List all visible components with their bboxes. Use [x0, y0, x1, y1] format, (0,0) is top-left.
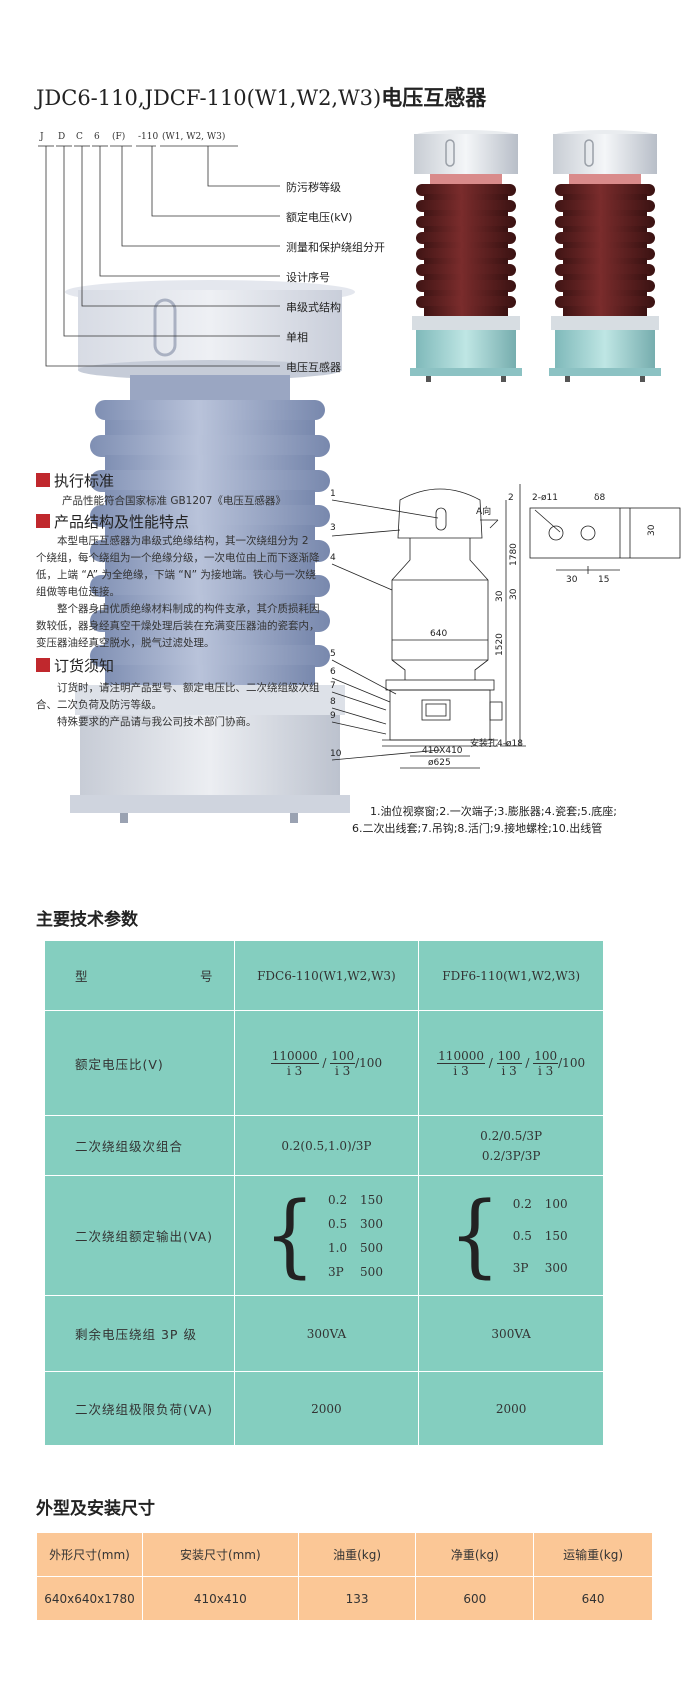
drawing-label-3: 3	[330, 523, 336, 533]
drawing-caption-2: 6.二次出线套;7.吊钩;8.活门;9.接地螺栓;10.出线管	[352, 822, 603, 835]
spec-label-type: 型号	[44, 940, 235, 1011]
ordering-paragraph-1: 订货时，请注明产品型号、额定电压比、二次绕组级次组合、二次负荷及防污等级。	[36, 682, 320, 711]
heading-ordering: 订货须知	[36, 655, 114, 676]
drawing-label-10: 10	[330, 749, 342, 759]
dim-value-outline: 640x640x1780	[36, 1576, 143, 1621]
legend-rated-voltage: 额定电压(kV)	[286, 211, 353, 224]
dim-header-outline: 外形尺寸(mm)	[36, 1532, 143, 1577]
structure-paragraph-2: 整个器身由优质绝缘材料制成的构件支承，其介质损耗因数较低，器身经真空干燥处理后装…	[36, 603, 320, 649]
dim-header-shipping: 运输重(kg)	[533, 1532, 653, 1577]
dim-value-net: 600	[415, 1576, 535, 1621]
dim-410: 410X410	[422, 746, 463, 756]
dim-bar-15: 15	[598, 575, 609, 585]
spec-label-output: 二次绕组额定输出(VA)	[44, 1175, 235, 1296]
dim-value-shipping: 640	[533, 1576, 653, 1621]
drawing-label-4: 4	[330, 553, 336, 563]
table-row: 二次绕组级次组合 0.2(0.5,1.0)/3P 0.2/0.5/3P 0.2/…	[44, 1115, 604, 1176]
product-photo-right	[549, 130, 661, 382]
dim-value-oil: 133	[297, 1576, 417, 1621]
legend-design-number: 设计序号	[286, 271, 330, 284]
legend-voltage-transformer: 电压互感器	[286, 361, 341, 374]
heading-structure: 产品结构及性能特点	[36, 511, 189, 532]
legend-cascade-structure: 串级式结构	[286, 301, 341, 314]
table-row: 640x640x1780 410x410 133 600 640	[36, 1576, 653, 1621]
spec-label-residual: 剩余电压绕组 3P 级	[44, 1295, 235, 1372]
dimension-drawing: 1 2 3 4 5 6 7 8 9 10 640 1520 1780 30 30…	[330, 484, 681, 769]
heading-standard: 执行标准	[36, 470, 114, 491]
brace-icon: {	[263, 1182, 316, 1288]
drawing-label-9: 9	[330, 711, 336, 721]
dim-bar-30b: 30	[566, 575, 578, 585]
spec-type-2: FDF6-110(W1,W2,W3)	[418, 940, 604, 1011]
spec-residual-1: 300VA	[233, 1295, 420, 1372]
legend-single-phase: 单相	[286, 331, 308, 344]
dim-30a: 30	[495, 590, 505, 602]
dim-heading: 外型及安装尺寸	[36, 1499, 155, 1519]
product-photo-left	[410, 130, 522, 382]
dim-view-a: A向	[476, 505, 491, 517]
standard-text: 产品性能符合国家标准 GB1207《电压互感器》	[62, 495, 286, 507]
table-row: 二次绕组极限负荷(VA) 2000 2000	[44, 1371, 604, 1446]
table-row: 型号 FDC6-110(W1,W2,W3) FDF6-110(W1,W2,W3)	[44, 940, 604, 1011]
bullet-square-icon	[36, 473, 50, 487]
spec-limit-1: 2000	[233, 1371, 420, 1446]
spec-combo-2: 0.2/0.5/3P 0.2/3P/3P	[418, 1115, 604, 1176]
bullet-square-icon	[36, 658, 50, 672]
table-row: 剩余电压绕组 3P 级 300VA 300VA	[44, 1295, 604, 1372]
legend-separate-windings: 测量和保护绕组分开	[286, 241, 385, 254]
drawing-label-6: 6	[330, 667, 336, 677]
dim-1780: 1780	[509, 543, 519, 566]
drawing-caption-1: 1.油位视察窗;2.一次端子;3.膨胀器;4.瓷套;5.底座;	[370, 805, 618, 818]
dim-1520: 1520	[495, 633, 505, 656]
drawing-label-2: 2	[508, 493, 514, 503]
dim-header-oil: 油重(kg)	[297, 1532, 417, 1577]
dim-holes: 2-ø11	[532, 493, 558, 503]
spec-label-limit: 二次绕组极限负荷(VA)	[44, 1371, 235, 1446]
bullet-square-icon	[36, 514, 50, 528]
dim-mount-holes: 安装孔4-ø18	[470, 737, 523, 749]
legend-pollution-level: 防污秽等级	[286, 181, 341, 194]
spec-label-ratio: 额定电压比(V)	[44, 1010, 235, 1116]
spec-combo-1: 0.2(0.5,1.0)/3P	[233, 1115, 420, 1176]
drawing-label-7: 7	[330, 681, 336, 691]
dim-thickness: δ8	[594, 493, 606, 503]
spec-heading: 主要技术参数	[36, 910, 138, 930]
dim-640: 640	[430, 629, 447, 639]
spec-table: 型号 FDC6-110(W1,W2,W3) FDF6-110(W1,W2,W3)…	[44, 940, 604, 1446]
brace-icon: {	[448, 1182, 500, 1288]
dim-30b: 30	[509, 588, 519, 600]
drawing-label-5: 5	[330, 649, 336, 659]
dim-header-net: 净重(kg)	[415, 1532, 535, 1577]
spec-label-combo: 二次绕组级次组合	[44, 1115, 235, 1176]
dimension-table: 外形尺寸(mm) 安装尺寸(mm) 油重(kg) 净重(kg) 运输重(kg) …	[36, 1532, 653, 1621]
spec-residual-2: 300VA	[418, 1295, 604, 1372]
dim-625: ø625	[428, 758, 451, 768]
drawing-label-1: 1	[330, 489, 336, 499]
table-row: 外形尺寸(mm) 安装尺寸(mm) 油重(kg) 净重(kg) 运输重(kg)	[36, 1532, 653, 1577]
spec-type-1: FDC6-110(W1,W2,W3)	[233, 940, 420, 1011]
structure-paragraph-1: 本型电压互感器为串级式绝缘结构，其一次绕组分为 2 个绕组，每个绕组为一个绝缘分…	[36, 535, 320, 598]
spec-limit-2: 2000	[418, 1371, 604, 1446]
drawing-label-8: 8	[330, 697, 336, 707]
page-title: JDC6-110,JDCF-110(W1,W2,W3)电压互感器	[36, 86, 487, 110]
dim-bar-30: 30	[647, 524, 657, 536]
dim-value-install: 410x410	[141, 1576, 299, 1621]
ordering-paragraph-2: 特殊要求的产品请与我公司技术部门协商。	[57, 716, 257, 728]
dim-header-install: 安装尺寸(mm)	[141, 1532, 299, 1577]
